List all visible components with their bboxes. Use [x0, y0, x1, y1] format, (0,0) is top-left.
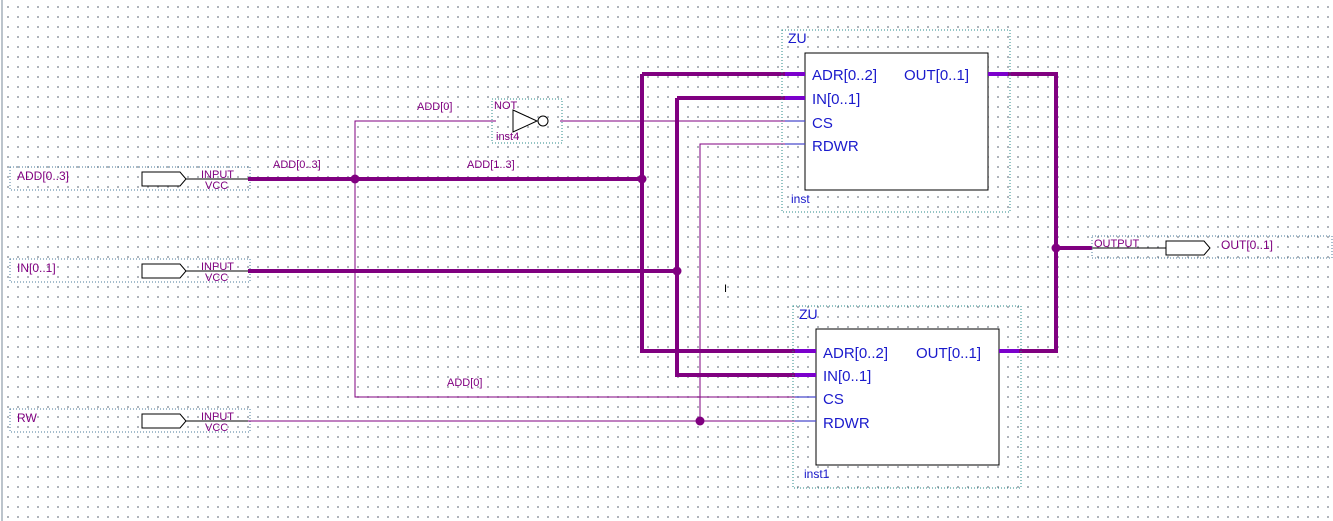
zu-block-type: ZU [799, 306, 818, 322]
not-gate-triangle-icon [512, 109, 539, 133]
output-pin-out-symbol [1165, 240, 1211, 256]
port-out-label: OUT[0..1] [916, 345, 981, 362]
input-pin-in-name: IN[0..1] [17, 261, 56, 275]
wire-label-add0-top: ADD[0] [417, 101, 452, 113]
zu-block-frame [792, 305, 1022, 489]
wire-add0-to-cs[interactable] [354, 179, 795, 398]
output-pin-out-type: OUTPUT [1094, 238, 1140, 250]
junction-dot [672, 266, 682, 276]
wire-rw-to-top-rdwr[interactable] [699, 143, 785, 421]
wire-label-add13: ADD[1..3] [467, 159, 515, 171]
wire-adr-bus-vertical[interactable] [640, 74, 795, 353]
input-pin-in[interactable]: IN[0..1] INPUT VCC [9, 258, 251, 284]
junction-dot [695, 416, 705, 426]
output-pin-out[interactable]: OUTPUT OUT[0..1] [1091, 235, 1333, 259]
port-rdwr-label: RDWR [812, 138, 859, 155]
wire-label-add0-bottom: ADD[0] [447, 377, 482, 389]
not-gate[interactable]: NOT inst4 [491, 98, 563, 144]
port-in-label: IN[0..1] [812, 91, 860, 108]
junction-dot [1051, 243, 1061, 253]
stray-text-cursor: I [724, 283, 727, 295]
port-out-label: OUT[0..1] [904, 67, 969, 84]
input-pin-rw-frame [9, 408, 251, 433]
input-pin-in-type: INPUT [201, 261, 234, 273]
input-pin-add-name: ADD[0..3] [17, 169, 69, 183]
port-cs-label: CS [812, 115, 833, 132]
junction-dot [350, 174, 360, 184]
wire-in-bus-vertical[interactable] [675, 98, 795, 377]
input-pin-rw-name: RW [17, 411, 37, 425]
wire-label-add03: ADD[0..3] [273, 159, 321, 171]
input-pin-in-frame [9, 258, 251, 283]
input-pin-add-frame [9, 166, 251, 191]
not-gate-bubble-icon [537, 115, 549, 127]
input-pin-rw[interactable]: RW INPUT VCC [9, 408, 251, 434]
zu-block-body [804, 52, 989, 191]
output-pin-out-name: OUT[0..1] [1221, 238, 1273, 252]
input-pin-rw-symbol [141, 413, 187, 429]
zu-block-instance: inst1 [804, 467, 830, 481]
wires [248, 72, 1092, 426]
zu-block-frame [781, 29, 1011, 213]
input-pin-add[interactable]: ADD[0..3] INPUT VCC [9, 166, 251, 192]
port-adr-label: ADR[0..2] [823, 345, 888, 362]
zu-block-inst1[interactable]: ZU ADR[0..2] IN[0..1] CS RDWR OUT[0..1] … [792, 305, 1022, 489]
input-pin-add-symbol [141, 171, 187, 187]
output-pin-out-frame [1091, 235, 1333, 259]
not-gate-instance: inst4 [496, 131, 519, 143]
input-pin-in-default: VCC [205, 272, 228, 284]
input-pin-add-default: VCC [205, 180, 228, 192]
input-pin-rw-default: VCC [205, 422, 228, 434]
port-in-label: IN[0..1] [823, 368, 871, 385]
not-gate-type: NOT [494, 100, 518, 112]
zu-block-inst[interactable]: ZU ADR[0..2] IN[0..1] CS RDWR OUT[0..1] … [781, 29, 1011, 213]
zu-block-body [815, 328, 1000, 466]
zu-block-instance: inst [791, 192, 810, 206]
input-pin-rw-type: INPUT [201, 411, 234, 423]
input-pin-in-symbol [141, 263, 187, 279]
junction-dot [637, 174, 647, 184]
input-pin-add-type: INPUT [201, 169, 234, 181]
port-cs-label: CS [823, 391, 844, 408]
zu-block-type: ZU [788, 30, 807, 46]
wire-add0-to-not[interactable] [354, 120, 496, 179]
port-rdwr-label: RDWR [823, 415, 870, 432]
port-adr-label: ADR[0..2] [812, 67, 877, 84]
wire-out-bus[interactable] [988, 72, 1058, 353]
